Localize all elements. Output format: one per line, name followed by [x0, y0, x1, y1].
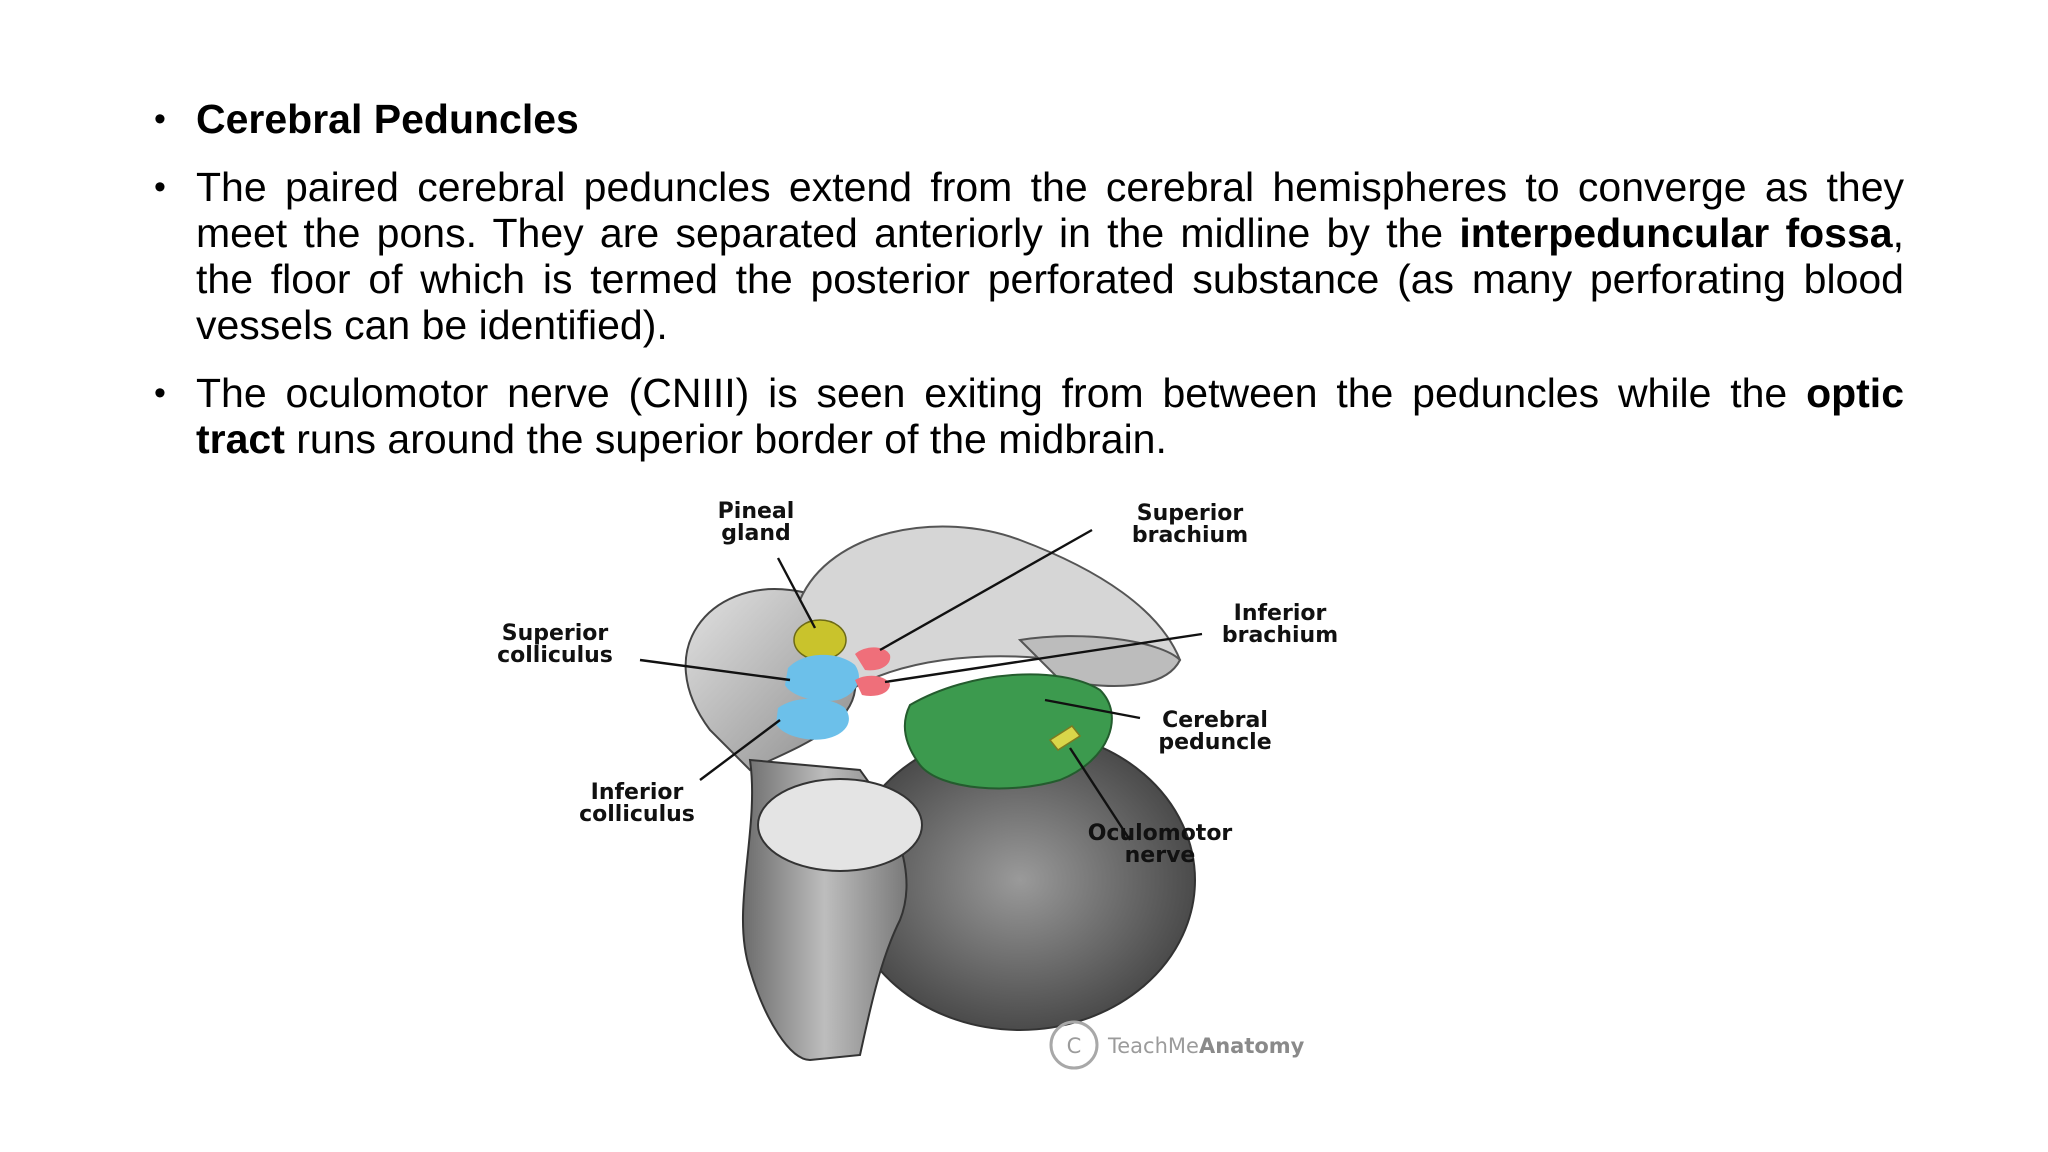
bullet-dot: • [154, 168, 166, 206]
figure-labels: Pineal gland Superior brachium Inferior … [497, 499, 1338, 868]
bullet-item-peduncles: • The paired cerebral peduncles extend f… [154, 164, 1904, 348]
leader-lines [639, 528, 1203, 841]
watermark-text: TeachMeAnatomy [1107, 1034, 1305, 1058]
bullet-dot: • [154, 374, 166, 412]
term-optic-tract: optic tract [196, 370, 1904, 462]
inferior-colliculus-shape [776, 698, 849, 740]
label-cerebral-peduncle-line2: peduncle [1158, 730, 1271, 755]
label-inferior-colliculus-line1: Inferior [591, 780, 684, 805]
bullet-item-heading: • Cerebral Peduncles [154, 96, 1904, 142]
middle-peduncle-shape [757, 778, 923, 872]
copyright-icon [1049, 1020, 1099, 1070]
label-superior-colliculus-line1: Superior [502, 621, 609, 646]
superior-brachium-shape [855, 647, 891, 671]
optic-tract-shape [1017, 635, 1182, 687]
label-oculomotor-line2: nerve [1125, 843, 1196, 868]
superior-colliculus-shape [785, 654, 859, 701]
bullet-list: • Cerebral Peduncles • The paired cerebr… [154, 96, 1904, 484]
label-inferior-brachium-line1: Inferior [1234, 601, 1327, 626]
label-inferior-brachium-line2: brachium [1222, 623, 1338, 648]
bullet-text-2a: The oculomotor nerve (CNIII) is seen exi… [196, 370, 1807, 416]
label-pineal-line1: Pineal [718, 499, 795, 524]
inferior-brachium-shape [855, 675, 890, 696]
bullet-dot: • [154, 100, 166, 138]
bullet-text-1a: The paired cerebral peduncles extend fro… [196, 164, 1904, 256]
label-inferior-colliculus-line2: colliculus [579, 802, 695, 827]
brainstem-figure: Pineal gland Superior brachium Inferior … [460, 490, 1420, 1070]
label-superior-colliculus-line2: colliculus [497, 643, 613, 668]
term-interpeduncular-fossa: interpeduncular fossa [1459, 210, 1893, 256]
label-pineal-line2: gland [721, 521, 791, 546]
pineal-gland-shape [793, 619, 847, 661]
bullet-text-1b: , the floor of which is termed the poste… [196, 210, 1904, 348]
oculomotor-nerve-shape [1048, 725, 1082, 751]
teachmeanatomy-watermark: C TeachMeAnatomy [1049, 1020, 1305, 1070]
section-heading: Cerebral Peduncles [196, 96, 579, 142]
label-superior-brachium-line2: brachium [1132, 523, 1248, 548]
label-oculomotor-line1: Oculomotor [1088, 821, 1233, 846]
copyright-symbol: C [1067, 1034, 1082, 1058]
bullet-item-oculomotor: • The oculomotor nerve (CNIII) is seen e… [154, 370, 1904, 462]
label-cerebral-peduncle-line1: Cerebral [1162, 708, 1268, 733]
brainstem-illustration: Pineal gland Superior brachium Inferior … [497, 499, 1338, 1070]
bullet-text-2b: runs around the superior border of the m… [284, 416, 1167, 462]
label-superior-brachium-line1: Superior [1137, 501, 1244, 526]
